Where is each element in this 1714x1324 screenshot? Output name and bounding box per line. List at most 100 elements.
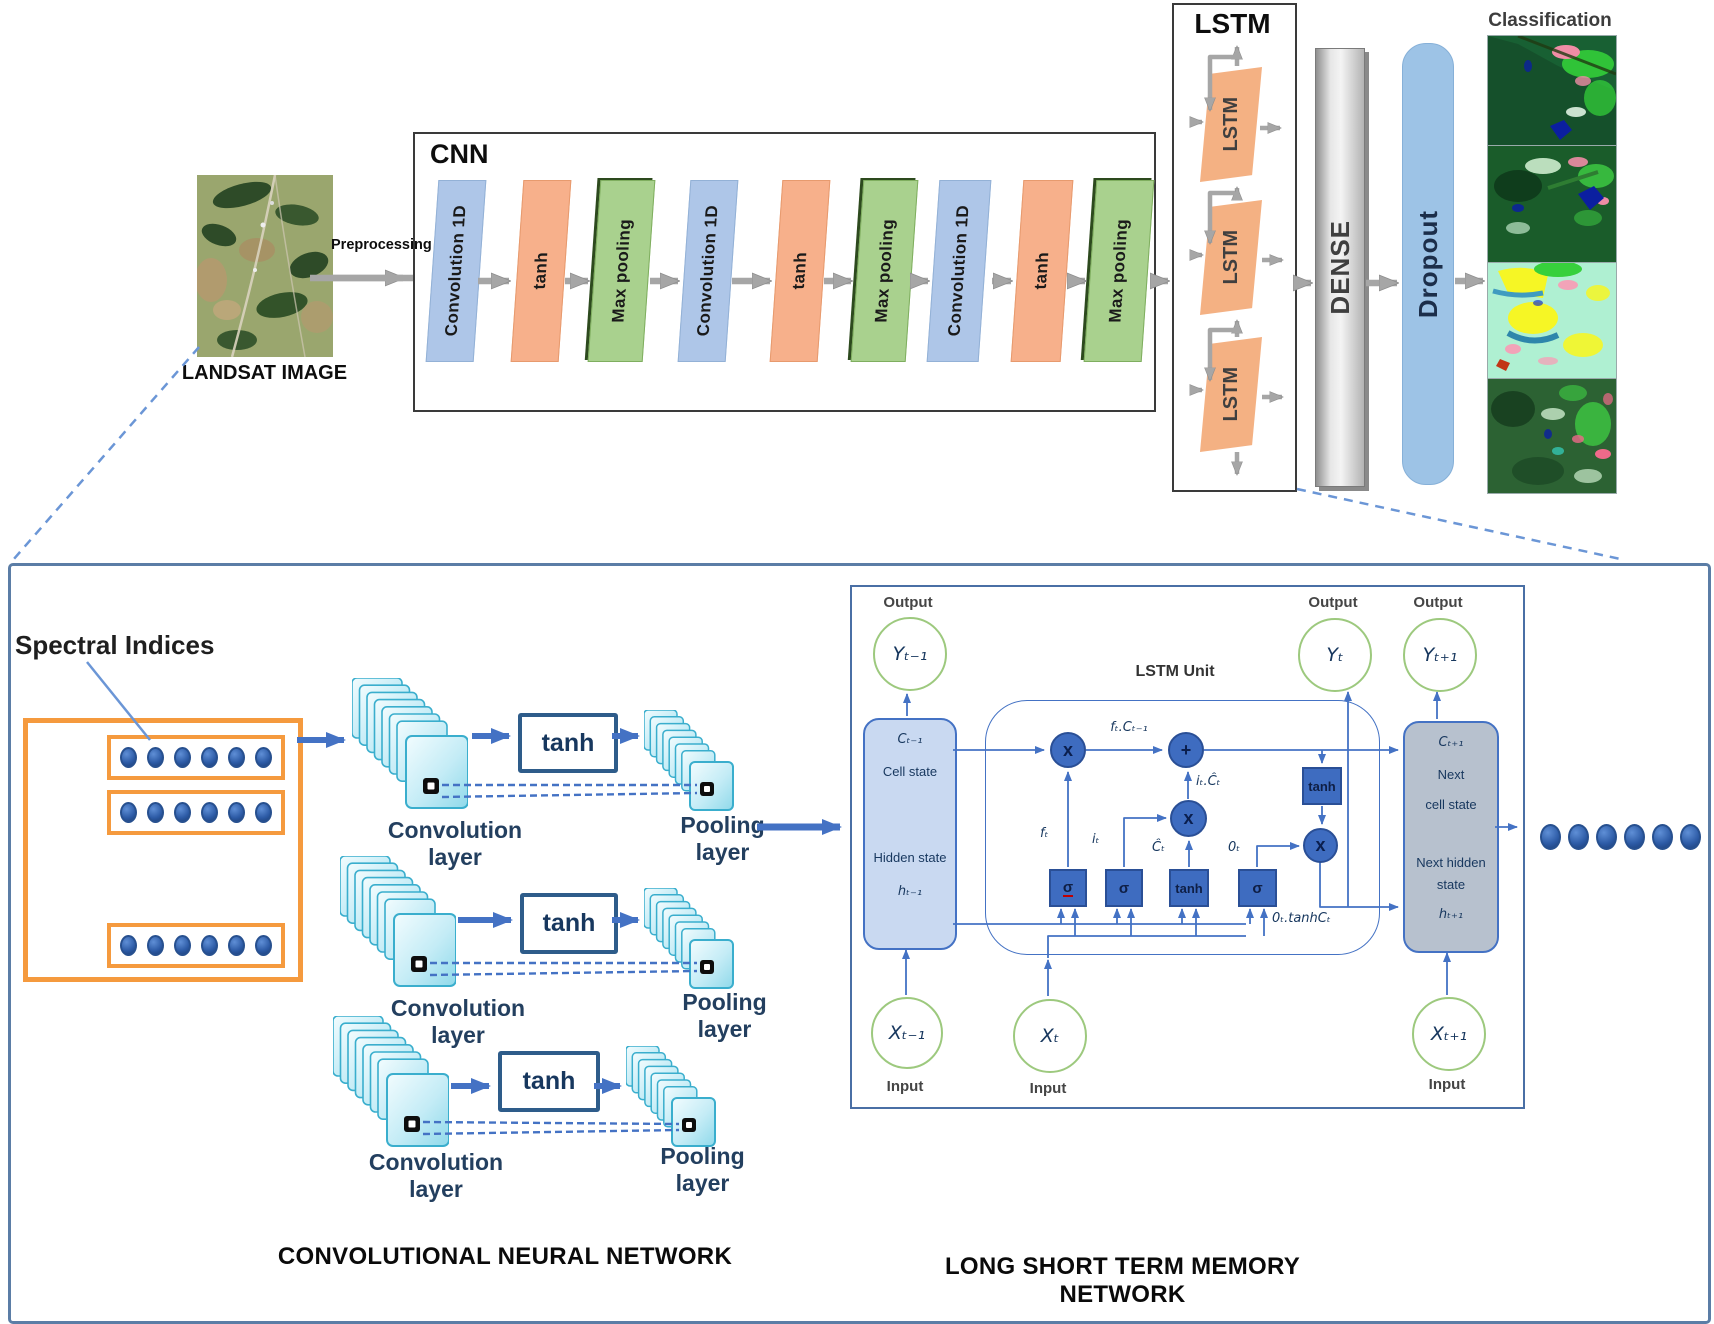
label-line: layer (695, 839, 750, 865)
hidden-state-prev: hₜ₋₁ (897, 884, 923, 899)
dropout-layer-bar: Dropout (1402, 43, 1454, 485)
output-symbol: Yₜ (1326, 644, 1344, 666)
output-label: Output (1308, 594, 1358, 611)
ellipsis-dot (1680, 824, 1701, 850)
neuron-dot (174, 935, 191, 956)
next-label: Next (1437, 767, 1465, 782)
cnn-block-label: Convolution 1D (693, 205, 722, 337)
lstm-cell-label: LSTM (1219, 230, 1242, 285)
multiply-node: x (1050, 732, 1086, 768)
flow-label-i: iₜ (1092, 832, 1100, 847)
cell-state-label: cell state (1425, 797, 1477, 812)
candidate-gate-tanh: tanh (1169, 869, 1209, 907)
neuron-dot (174, 802, 191, 823)
label-line: layer (409, 1176, 463, 1202)
cnn-block-label: tanh (529, 252, 552, 290)
hidden-state-next: hₜ₊₁ (1438, 907, 1464, 922)
dense-layer-bar: DENSE (1315, 48, 1365, 487)
output-label: Output (883, 594, 933, 611)
pooling-stack (644, 888, 734, 989)
sigma-symbol: σ (1062, 878, 1074, 897)
next-hidden-label2: state (1436, 877, 1466, 892)
lstm-cell: LSTM (1200, 67, 1262, 182)
classification-label: Classification (1488, 10, 1612, 31)
spectral-indices-label: Spectral Indices (15, 630, 215, 660)
spectral-index-row (107, 735, 285, 780)
label-line: Pooling (660, 1143, 745, 1169)
pooling-stack (644, 710, 734, 811)
sigma-symbol: σ (1118, 879, 1130, 897)
tanh-activation-box: tanh (518, 713, 618, 773)
cnn-block-label: tanh (1030, 252, 1053, 290)
input-gate-sigma: σ (1105, 869, 1143, 907)
input-node: Xₜ (1013, 999, 1087, 1073)
output-symbol: Yₜ₋₁ (892, 643, 928, 665)
label-line: Convolution (368, 1149, 504, 1175)
cell-state-label: Cell state (882, 764, 938, 779)
flow-label-f: fₜ (1040, 826, 1049, 841)
forget-gate-sigma: σ (1049, 869, 1087, 907)
cnn-block-label: Max pooling (607, 219, 635, 323)
cnn-block-label: Convolution 1D (944, 205, 973, 337)
pooling-layer-label: Pooling layer (647, 989, 802, 1043)
add-symbol: + (1180, 739, 1192, 760)
ellipsis-dot (1624, 824, 1645, 850)
ellipsis-dot (1540, 824, 1561, 850)
tanh-activation-box: tanh (520, 893, 618, 954)
cell-state-prev: Cₜ₋₁ (897, 732, 923, 747)
output-tanh-box: tanh (1302, 767, 1342, 805)
lstm-caption: LONG SHORT TERM MEMORY NETWORK (944, 1253, 1301, 1308)
input-symbol: Xₜ₋₁ (888, 1022, 926, 1044)
output-gate-sigma: σ (1238, 869, 1277, 907)
tanh-symbol: tanh (1175, 880, 1203, 896)
multiply-symbol: x (1183, 808, 1194, 828)
cnn-block-label: Convolution 1D (441, 205, 470, 337)
label-line: layer (428, 844, 482, 870)
next-hidden-label: Next hidden (1416, 855, 1486, 870)
ellipsis-dot (1568, 824, 1589, 850)
label-line: layer (697, 1016, 752, 1042)
cnn-block-label: Max pooling (870, 219, 898, 323)
add-node: + (1168, 732, 1204, 768)
spectral-index-row (107, 923, 285, 968)
neuron-dot (174, 747, 191, 768)
input-label: Input (1029, 1080, 1067, 1097)
output-node: Yₜ (1298, 618, 1372, 692)
neuron-dot (255, 802, 272, 823)
cnn-caption: CONVOLUTIONAL NEURAL NETWORK (277, 1243, 733, 1270)
output-label: Output (1413, 594, 1463, 611)
tanh-symbol: tanh (1308, 778, 1336, 794)
lstm-stack-title: LSTM (1194, 8, 1271, 39)
ellipsis-dot (1652, 824, 1673, 850)
flow-label-o: 0ₜ (1228, 840, 1241, 855)
input-label: Input (886, 1078, 924, 1095)
cnn-block-label: Max pooling (1105, 219, 1132, 323)
neuron-dot (228, 935, 245, 956)
next-state-box: Cₜ₊₁ Next cell state Next hidden state h… (1403, 721, 1499, 953)
output-symbol: Yₜ₊₁ (1422, 644, 1458, 666)
sigma-symbol: σ (1252, 879, 1263, 897)
neuron-dot (120, 935, 137, 956)
label-line: Convolution (387, 817, 523, 843)
convolution-stack (333, 1016, 449, 1147)
neuron-dot (147, 747, 164, 768)
output-node: Yₜ₊₁ (1403, 618, 1477, 692)
dense-label: DENSE (1324, 220, 1355, 315)
multiply-symbol: x (1062, 739, 1073, 760)
label-line: Pooling (680, 812, 765, 838)
flow-label-fc: fₜ.Cₜ₋₁ (1110, 720, 1148, 735)
neuron-dot (201, 802, 218, 823)
input-symbol: Xₜ (1040, 1025, 1060, 1047)
input-node: Xₜ₋₁ (871, 997, 943, 1069)
convolution-layer-label: Convolution layer (378, 995, 538, 1049)
cnn-block-label: tanh (788, 252, 811, 290)
neuron-dot (228, 802, 245, 823)
convolution-stack (352, 678, 468, 809)
input-label: Input (1428, 1076, 1466, 1093)
flow-label-chat: Ĉₜ (1152, 840, 1165, 855)
cnn-box-title: CNN (430, 139, 489, 169)
dropout-label: Dropout (1412, 209, 1443, 319)
multiply-symbol: x (1315, 835, 1326, 855)
neuron-dot (201, 935, 218, 956)
lstm-cell-label: LSTM (1219, 367, 1242, 422)
